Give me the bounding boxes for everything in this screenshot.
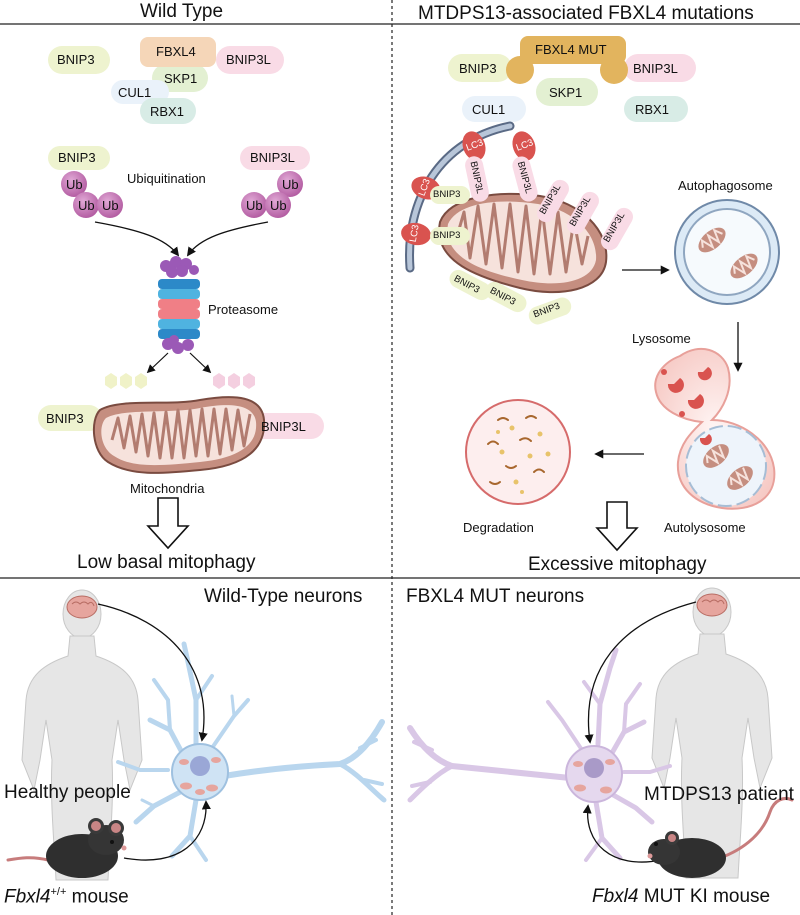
degradation-label: Degradation: [463, 520, 534, 535]
wt-complex-fbxl4: FBXL4: [156, 44, 196, 59]
lysosome-label: Lysosome: [632, 331, 691, 346]
ubiquitination-label: Ubiquitination: [127, 171, 206, 186]
autophagosome-label: Autophagosome: [678, 178, 773, 193]
ub-3: Ub: [102, 198, 119, 213]
wt-complex-rbx1: RBX1: [150, 104, 184, 119]
mut-down-arrow: [595, 501, 639, 552]
mut-mouse-figure: [647, 797, 794, 878]
autophagosome-shape: [674, 199, 780, 305]
wt-complex-skp1: SKP1: [164, 71, 198, 86]
proteasome-label: Proteasome: [208, 302, 279, 317]
autolysosome-shape: [654, 347, 776, 510]
header-mutations: MTDPS13-associated FBXL4 mutations: [418, 3, 754, 24]
wt-mito-bnip3l: BNIP3L: [261, 419, 306, 434]
wt-bnip3l-label: BNIP3L: [250, 150, 295, 165]
mut-neuron: [407, 647, 672, 862]
mut-neurons-label: FBXL4 MUT neurons: [406, 586, 585, 607]
degradation-shape: [465, 399, 571, 505]
wt-neuron-soma: [171, 743, 229, 801]
mut-bnip3-2: BNIP3: [433, 230, 461, 241]
wt-mitochondrion: [38, 396, 324, 474]
ub-6: Ub: [270, 198, 287, 213]
wt-brain-icon: [66, 595, 98, 619]
wt-bnip3-pill: [48, 46, 110, 74]
wt-complex-bnip3: BNIP3: [57, 52, 95, 67]
wt-bnip3l-pill: [216, 46, 284, 74]
ub-4: Ub: [282, 177, 299, 192]
proteasome-shape: [158, 256, 200, 354]
mut-complex: [448, 36, 696, 122]
mut-complex-rbx1: RBX1: [635, 102, 669, 117]
wt-fbxl4-box: [140, 37, 216, 67]
arrow-proteasome-right: [189, 352, 212, 374]
arrow-bnip3l-to-proteasome: [186, 221, 269, 257]
wt-mouse-label: Fbxl4+/+ mouse: [4, 886, 129, 908]
wt-neurons-label: Wild-Type neurons: [204, 586, 363, 607]
mut-mitochondrion: [438, 192, 608, 294]
wt-outcome: Low basal mitophagy: [77, 552, 256, 573]
mut-neuron-soma: [565, 745, 623, 803]
wt-complex: [48, 37, 284, 124]
wt-fragments-bnip3l: [213, 373, 255, 389]
ub-2: Ub: [78, 198, 95, 213]
patient-label: MTDPS13 patient: [644, 784, 794, 805]
wt-bnip3l-ub-group: [240, 146, 310, 218]
arrow-mouse-to-wt-neuron: [123, 800, 211, 861]
ub-5: Ub: [246, 198, 263, 213]
mut-complex-skp1: SKP1: [549, 85, 583, 100]
arrow-brain-to-mut-neuron: [584, 601, 697, 744]
wt-complex-bnip3l: BNIP3L: [226, 52, 271, 67]
arrow-proteasome-left: [146, 352, 169, 374]
wt-complex-cul1: CUL1: [118, 85, 152, 100]
mitochondria-label: Mitochondria: [130, 481, 205, 496]
wt-mito-bnip3: BNIP3: [46, 411, 84, 426]
wt-fragments-bnip3: [105, 373, 147, 389]
wt-rbx1-pill: [140, 98, 196, 124]
mut-mouse-label: Fbxl4 MUT KI mouse: [592, 886, 771, 907]
mut-complex-bnip3l: BNIP3L: [633, 61, 678, 76]
wt-bnip3-label: BNIP3: [58, 150, 96, 165]
mut-complex-bnip3: BNIP3: [459, 61, 497, 76]
wt-bnip3-ub-group: [48, 146, 123, 218]
wt-neuron: [116, 641, 387, 862]
healthy-people-label: Healthy people: [4, 782, 131, 803]
mut-outcome: Excessive mitophagy: [528, 554, 707, 575]
arrow-brain-to-wt-neuron: [97, 603, 208, 742]
mut-complex-cul1: CUL1: [472, 102, 506, 117]
wt-down-arrow: [146, 497, 190, 550]
mut-receptors: [430, 156, 633, 325]
arrow-mouse-to-mut-neuron: [582, 804, 663, 863]
wt-mouse-figure: [6, 818, 127, 878]
arrow-bnip3-to-proteasome: [94, 221, 180, 257]
autolysosome-label: Autolysosome: [664, 520, 746, 535]
mut-complex-fbxl4: FBXL4 MUT: [535, 42, 607, 57]
lc3-markers: [401, 131, 536, 246]
mut-brain-icon: [696, 593, 728, 617]
header-wild-type: Wild Type: [140, 1, 224, 22]
ub-1: Ub: [66, 177, 83, 192]
mut-bnip3-1: BNIP3: [433, 189, 461, 200]
